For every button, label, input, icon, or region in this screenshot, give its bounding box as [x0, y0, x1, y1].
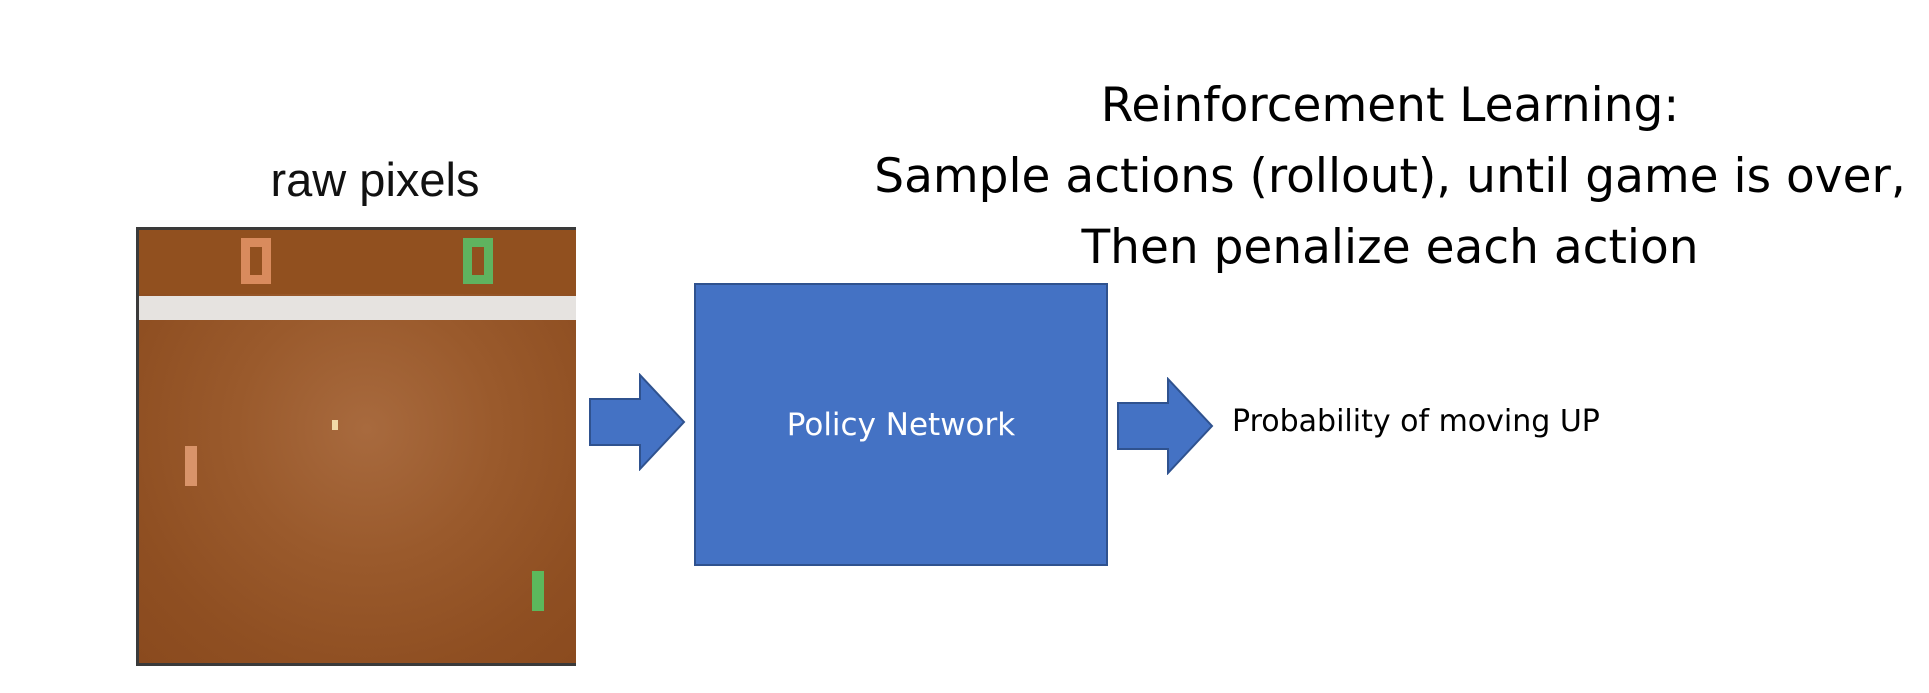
output-arrow-icon	[1117, 377, 1214, 475]
raw-pixels-label: raw pixels	[270, 153, 480, 206]
input-arrow-icon	[589, 373, 686, 471]
pong-game-screen	[136, 227, 576, 666]
policy-network-box: Policy Network	[694, 283, 1108, 566]
left-paddle	[185, 446, 197, 486]
game-top-wall	[139, 296, 576, 320]
right-paddle	[532, 571, 544, 611]
left-score-digit	[241, 238, 271, 284]
game-score-bar	[139, 230, 576, 294]
title-line-3: Then penalize each action	[1081, 220, 1699, 275]
policy-network-label: Policy Network	[786, 406, 1016, 443]
output-probability-label: Probability of moving UP	[1232, 404, 1600, 439]
ball	[332, 420, 338, 430]
title-block: Reinforcement Learning: Sample actions (…	[800, 70, 1929, 283]
title-line-1: Reinforcement Learning:	[1100, 78, 1680, 133]
right-score-digit	[463, 238, 493, 284]
title-line-2: Sample actions (rollout), until game is …	[874, 149, 1906, 204]
